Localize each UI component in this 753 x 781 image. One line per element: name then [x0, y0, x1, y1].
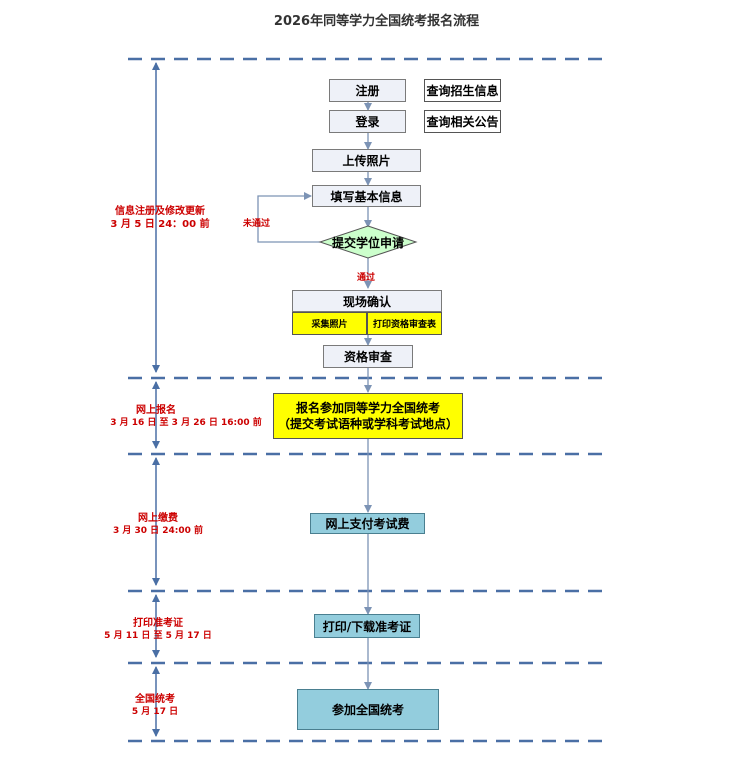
stage-date: 3 月 30 日 24:00 前	[112, 526, 204, 536]
stage-date: 5 月 17 日	[131, 707, 179, 717]
signup-line2: （提交考试语种或学科考试地点）	[277, 417, 458, 431]
qualify-review-box: 资格审查	[323, 345, 413, 368]
flow-arrows	[257, 102, 372, 690]
stage-name: 信息注册及修改更新	[115, 206, 205, 217]
signup-line1: 报名参加同等学力全国统考	[295, 401, 440, 415]
stage-date: 3 月 5 日 24：00 前	[110, 219, 210, 230]
stage-label-3: 网上缴费 3 月 30 日 24:00 前	[98, 512, 218, 538]
stage-label-1: 信息注册及修改更新 3 月 5 日 24：00 前	[100, 205, 220, 231]
query-enroll-box: 查询招生信息	[424, 79, 501, 102]
print-form-box: 打印资格审查表	[367, 312, 442, 335]
stage-label-5: 全国统考 5 月 17 日	[95, 693, 215, 719]
loop-arrow	[257, 192, 320, 243]
signup-box: 报名参加同等学力全国统考 （提交考试语种或学科考试地点）	[273, 393, 463, 439]
passed-label: 通过	[357, 273, 376, 283]
query-notice-box: 查询相关公告	[424, 110, 501, 133]
register-box: 注册	[329, 79, 406, 102]
stage-label-2: 网上报名 3 月 16 日 至 3 月 26 日 16:00 前	[96, 404, 276, 430]
login-box: 登录	[329, 110, 406, 133]
print-ticket-box: 打印/下载准考证	[314, 614, 420, 638]
onsite-confirm-box: 现场确认	[292, 290, 442, 312]
page-title: 2026年同等学力全国统考报名流程	[273, 14, 480, 29]
stage-date: 5 月 11 日 至 5 月 17 日	[104, 631, 212, 641]
collect-photo-box: 采集照片	[292, 312, 367, 335]
stage-name: 网上报名	[136, 405, 176, 416]
upload-photo-box: 上传照片	[312, 149, 421, 172]
fill-info-box: 填写基本信息	[312, 185, 421, 207]
stage-name: 网上缴费	[138, 513, 178, 524]
decision-diamond	[318, 225, 418, 259]
stage-name: 全国统考	[135, 694, 175, 705]
not-passed-label: 未通过	[243, 219, 271, 229]
attend-exam-box: 参加全国统考	[297, 689, 439, 730]
stage-label-4: 打印准考证 5 月 11 日 至 5 月 17 日	[98, 617, 218, 643]
stage-date: 3 月 16 日 至 3 月 26 日 16:00 前	[110, 418, 262, 428]
pay-fee-box: 网上支付考试费	[310, 513, 425, 534]
stage-name: 打印准考证	[133, 618, 183, 629]
submit-degree-label: 提交学位申请	[331, 235, 404, 250]
